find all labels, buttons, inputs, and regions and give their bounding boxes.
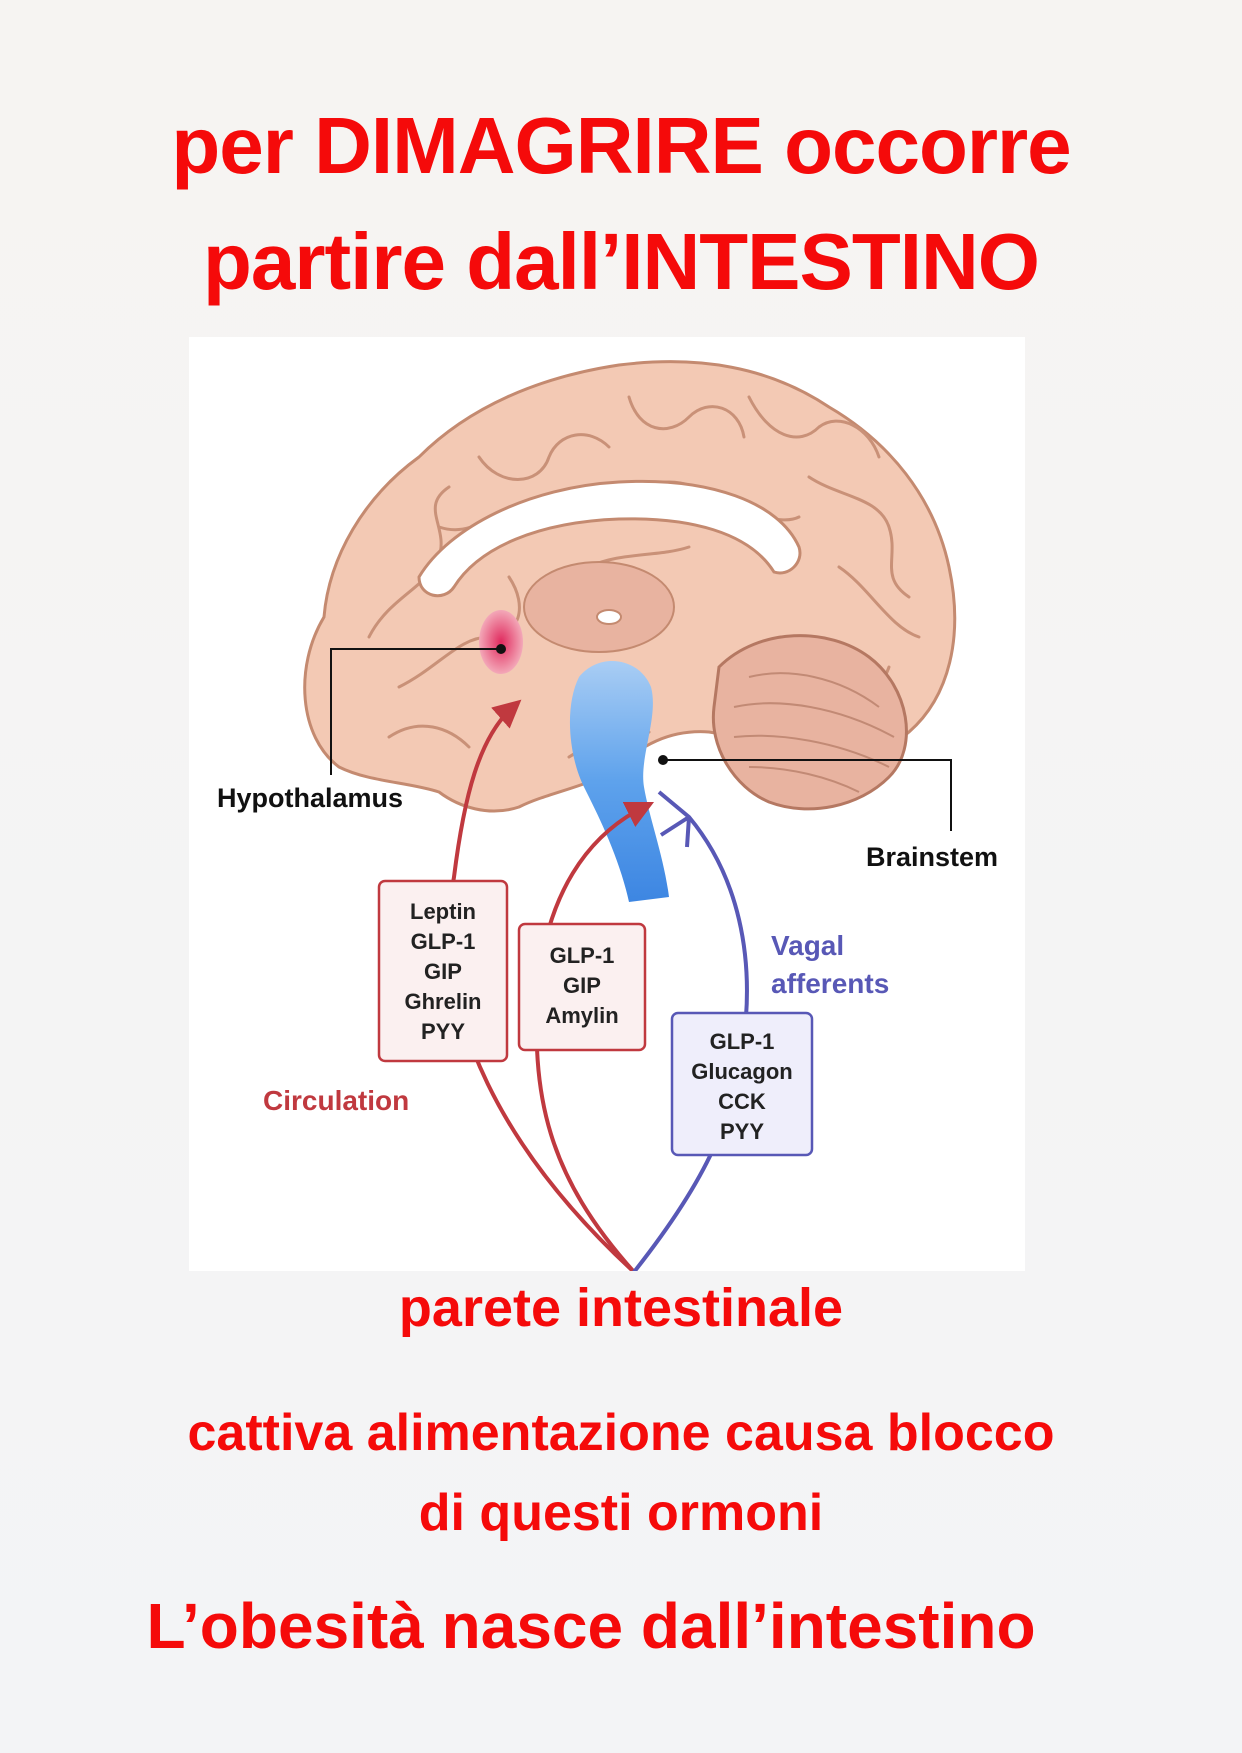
hypothalamus-dot [496, 644, 506, 654]
box1-item: GLP-1 [411, 929, 476, 954]
vagal-branch [659, 815, 691, 848]
circulation-label: Circulation [263, 1085, 409, 1116]
diagram-canvas: Leptin GLP-1 GIP Ghrelin PYY GLP-1 GIP A… [217, 360, 998, 1271]
box3-item: Glucagon [691, 1059, 792, 1084]
cause-line-1: cattiva alimentazione causa blocco [187, 1404, 1055, 1462]
brainstem-region [569, 660, 669, 902]
vagal-label-line-2: afferents [771, 968, 889, 999]
title-line-2: partire dall’INTESTINO [203, 217, 1040, 306]
corpus-callosum [417, 479, 802, 598]
box3-item: GLP-1 [710, 1029, 775, 1054]
obesity-caption: L’obesità nasce dall’intestino [146, 1590, 1036, 1662]
box1-item: Leptin [410, 899, 476, 924]
gut-brain-diagram: Leptin GLP-1 GIP Ghrelin PYY GLP-1 GIP A… [189, 337, 1025, 1271]
box3-item: CCK [718, 1089, 766, 1114]
hormone-box-3: GLP-1 Glucagon CCK PYY [670, 1011, 814, 1157]
page-title: per DIMAGRIRE occorre partire dall’INTES… [0, 88, 1242, 320]
hypothalamus-leader [330, 648, 501, 775]
title-line-1: per DIMAGRIRE occorre [171, 101, 1071, 190]
box2-item: Amylin [545, 1003, 618, 1028]
box1-item: PYY [421, 1019, 465, 1044]
cerebellum [711, 634, 908, 811]
box3-item: PYY [720, 1119, 764, 1144]
cause-caption: cattiva alimentazione causa blocco di qu… [0, 1393, 1242, 1553]
brainstem-dot [658, 755, 668, 765]
hormone-box-2: GLP-1 GIP Amylin [517, 922, 647, 1052]
cause-line-2: di questi ormoni [418, 1484, 824, 1542]
intestinal-wall-caption: parete intestinale [398, 1278, 844, 1338]
vagal-label-line-1: Vagal [771, 930, 844, 961]
hypothalamus-region [479, 610, 523, 674]
hormone-box-1: Leptin GLP-1 GIP Ghrelin PYY [377, 879, 509, 1063]
hypothalamus-label: Hypothalamus [217, 783, 403, 813]
box1-item: Ghrelin [404, 989, 481, 1014]
box2-item: GIP [563, 973, 601, 998]
brainstem-leader [663, 759, 952, 831]
box1-item: GIP [424, 959, 462, 984]
box2-item: GLP-1 [550, 943, 615, 968]
third-ventricle [596, 609, 622, 625]
thalamus [523, 561, 675, 653]
brainstem-label: Brainstem [866, 842, 998, 872]
